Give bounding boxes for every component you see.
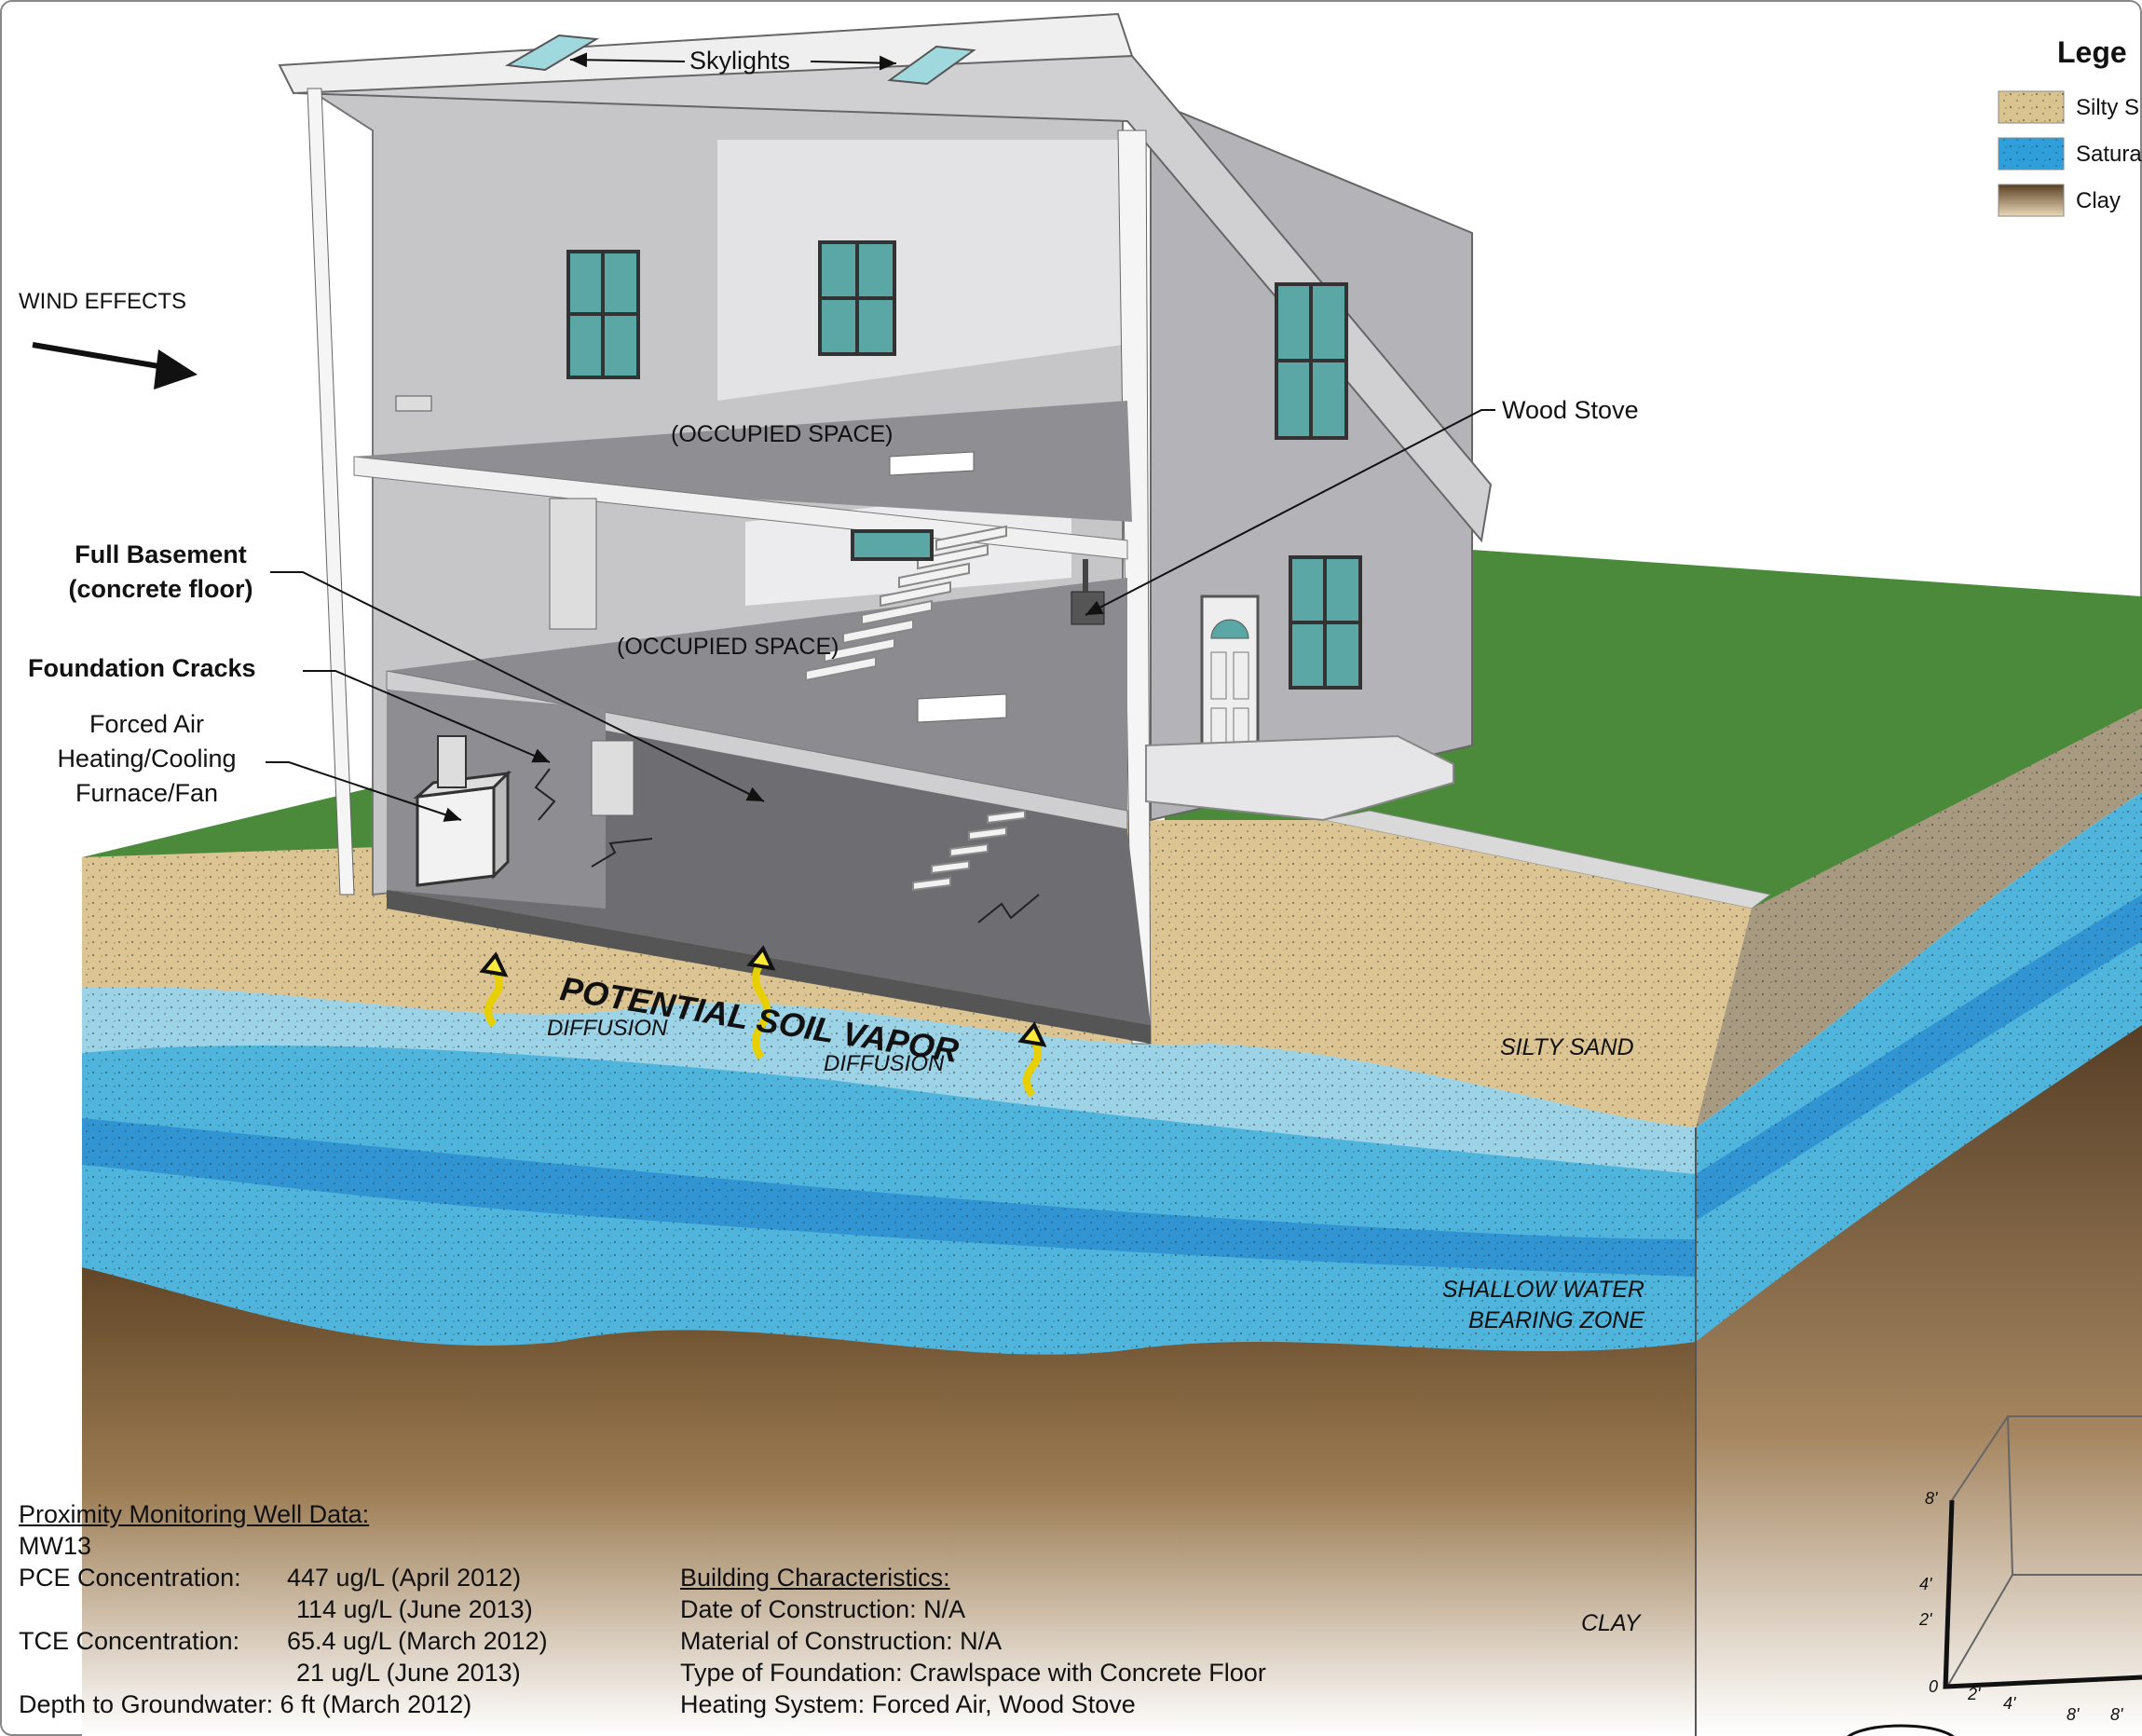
middle-door [549,498,597,630]
legend-swatch-saturated-dots [1999,138,2064,170]
stair-opening-upper [889,451,975,476]
wall-vent [395,395,432,412]
stairs-lower [912,809,1026,892]
wind-arrow-head [154,349,198,390]
window-upper-mid [818,240,896,356]
scale-tick-left-4: 4' [1919,1575,1932,1593]
porch [1145,734,1454,822]
occupied-space-lower-label: (OCCUPIED SPACE) [617,634,839,660]
building-date: Date of Construction: N/A [680,1595,966,1623]
legend-swatch-clay [1998,184,2065,217]
scale-axes [1943,1499,2142,1689]
upper-floor-edge [353,456,1128,560]
scale-tick-bottom-8b: 8' [2110,1705,2123,1724]
window-side-upper [1275,282,1348,440]
shallow-water-label-line1: SHALLOW WATER [1441,1277,1644,1303]
depth-to-groundwater: Depth to Groundwater: 6 ft (March 2012) [19,1690,472,1718]
crack-2 [591,838,653,868]
scale-tick-left-2: 2' [1919,1610,1932,1629]
crack-3 [977,894,1040,923]
scale-tick-bottom-4: 4' [2003,1694,2016,1713]
north-arrow-ring [1847,1724,1955,1736]
occupied-space-upper-label: (OCCUPIED SPACE) [671,421,894,447]
silty-sand-label: SILTY SAND [1500,1034,1634,1060]
well-id: MW13 [19,1532,92,1560]
skylights-label: Skylights [689,47,791,75]
stairs-upper [805,525,1007,682]
callout-lines [266,52,1495,822]
clay-front [82,1239,1696,1736]
legend-item-silty-sand: Silty S [2076,95,2140,120]
shallow-water-label-line2: BEARING ZONE [1468,1307,1644,1333]
silty-sand-side-dots [1696,708,2142,1128]
clay-label: CLAY [1581,1610,1641,1636]
crack-1 [534,768,556,821]
window-mid-back [851,529,934,561]
upper-floor-top [354,401,1132,522]
tce-value-1: 65.4 ug/L (March 2012) [287,1627,548,1655]
furnace [413,735,512,887]
legend-item-saturated: Satura [2076,142,2142,167]
scale-tick-bottom-0: 0 [1929,1677,1939,1696]
skylight-left [504,34,600,72]
middle-floor-top [387,578,1127,811]
building-heading: Building Characteristics: [680,1564,950,1592]
water-side-dots [1696,792,2142,1342]
roof-top [278,12,1134,95]
wood-stove-label: Wood Stove [1502,396,1639,424]
tce-label: TCE Concentration: [19,1627,240,1655]
well-data-heading: Proximity Monitoring Well Data: [19,1500,370,1528]
foundation-cracks-label: Foundation Cracks [28,654,256,682]
scale-tick-bottom-8a: 8' [2067,1705,2080,1724]
diffusion-label-1: DIFFUSION [547,1016,668,1041]
basement-door [591,740,634,816]
building-material: Material of Construction: N/A [680,1627,1003,1655]
scale-tick-left-8: 8' [1925,1489,1938,1508]
full-basement-label-line2: (concrete floor) [68,575,253,603]
legend-swatch-silty-sand-dots [1999,91,2064,123]
skylight-right [887,45,976,86]
cut-wall-left [307,88,355,895]
clay-side [1696,978,2142,1736]
front-door [1200,595,1260,766]
building-heating: Heating System: Forced Air, Wood Stove [680,1690,1136,1718]
tce-value-2: 21 ug/L (June 2013) [296,1659,521,1687]
forced-air-label-line1: Forced Air [89,710,205,738]
forced-air-label-line2: Heating/Cooling [57,745,237,772]
wind-effects-label: WIND EFFECTS [19,289,186,314]
building-foundation: Type of Foundation: Crawlspace with Conc… [680,1659,1266,1687]
pce-value-2: 114 ug/L (June 2013) [296,1595,533,1623]
vapor-arrows [479,945,1047,1098]
window-side-lower [1289,555,1362,690]
scale-tick-bottom-2: 2' [1968,1685,1981,1703]
legend-title: Lege [2057,35,2127,69]
stair-opening-mid [917,693,1007,723]
diffusion-label-2: DIFFUSION [824,1051,945,1076]
sidewalk [1322,810,1772,909]
grass-left [82,787,391,867]
water-front-dots [82,986,1696,1355]
window-upper-left [566,250,640,379]
forced-air-label-line3: Furnace/Fan [75,779,219,807]
legend-item-clay: Clay [2076,188,2122,213]
pce-value-1: 447 ug/L (April 2012) [287,1564,522,1592]
full-basement-label-line1: Full Basement [75,540,247,568]
pce-label: PCE Concentration: [19,1564,241,1592]
